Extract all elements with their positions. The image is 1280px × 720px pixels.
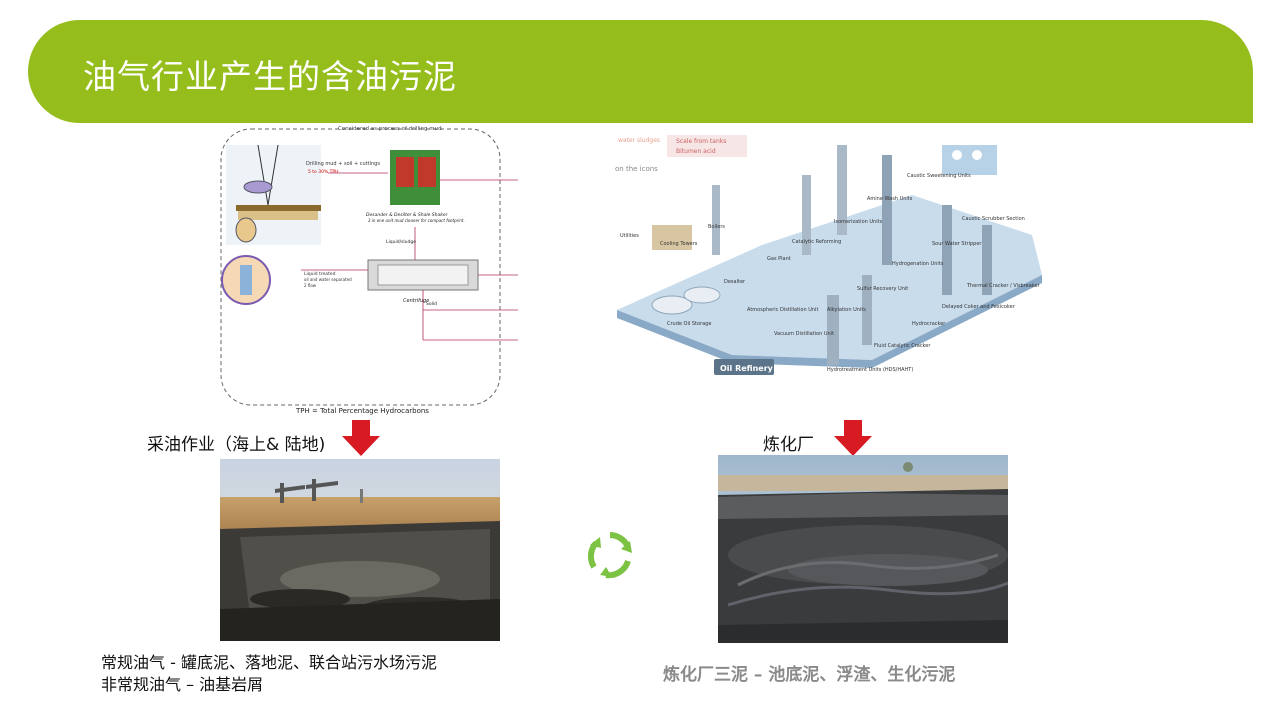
unit-vacuum: Vacuum Distillation Unit — [774, 331, 834, 337]
on-icons: on the icons — [615, 165, 658, 173]
top-note: Considered as process of drilling mud — [338, 126, 442, 132]
unit-cooling: Cooling Towers — [660, 241, 698, 247]
oilfield-caption: 常规油气 - 罐底泥、落地泥、联合站污水场污泥 非常规油气 – 油基岩屑 — [101, 652, 437, 696]
oilfield-caption-line1: 常规油气 - 罐底泥、落地泥、联合站污水场污泥 — [101, 653, 437, 672]
shaker-caption: Desander & Desilter & Shale Shaker — [366, 212, 449, 218]
shaker-sub: 3 in one unit mud cleaner for compact fo… — [368, 218, 465, 223]
unit-utilities: Utilities — [620, 233, 639, 239]
solid-label: Solid — [426, 301, 437, 307]
unit-caustic-sweet: Caustic Sweetening Units — [907, 173, 971, 179]
unit-fcc: Fluid Catalytic Cracker — [874, 343, 931, 349]
centrifuge-label: Centrifuge — [403, 298, 429, 304]
tph-note: TPH = Total Percentage Hydrocarbons — [295, 407, 429, 415]
unit-gasplant: Gas Plant — [767, 256, 791, 262]
unit-thermal: Thermal Cracker / Visbreaker — [966, 283, 1041, 289]
refinery-caption: 炼化厂三泥 – 池底泥、浮渣、生化污泥 — [663, 665, 956, 685]
down-arrow-icon — [342, 420, 380, 456]
unit-crude: Crude Oil Storage — [667, 321, 711, 327]
mud-text: Drilling mud + soil + cuttings — [306, 161, 380, 167]
refinery-diagram: water sludges Scale from tanks Bitumen a… — [612, 125, 1044, 390]
unit-boilers: Boilers — [708, 224, 725, 230]
unit-caustic-scrub: Caustic Scrubber Section — [962, 216, 1025, 222]
unit-sulfur: Sulfur Recovery Unit — [857, 286, 908, 292]
unit-coker: Delayed Coker and Fexicoker — [942, 304, 1016, 310]
flow-label: 2 flow — [304, 283, 317, 288]
unit-hydrocracker: Hydrocracker — [912, 321, 946, 327]
unit-reforming: Catalytic Reforming — [792, 239, 841, 245]
extraction-label: 采油作业（海上& 陆地) — [147, 435, 326, 455]
oil-refinery-badge: Oil Refinery — [720, 364, 774, 373]
recycle-icon — [587, 532, 632, 579]
liquid-treated: Liquid treated — [304, 271, 336, 277]
oilfield-sludge-photo — [220, 459, 500, 641]
unit-desalter: Desalter — [724, 279, 746, 285]
oil-water: oil and water separated — [304, 277, 352, 282]
unit-isomerization: Isomerization Units — [834, 219, 883, 225]
page-title: 油气行业产生的含油污泥 — [83, 57, 457, 96]
title-banner: 油气行业产生的含油污泥 — [28, 20, 1253, 123]
refinery-sludge-photo — [718, 455, 1008, 643]
unit-atmospheric: Atmospheric Distillation Unit — [747, 307, 818, 313]
down-arrow-icon — [834, 420, 872, 456]
drilling-mud-diagram: Considered as process of drilling mud Dr… — [218, 125, 518, 415]
unit-hydrogenation: Hydrogenation Units — [892, 261, 944, 267]
liquid-sludge: Liquid/sludge — [386, 239, 416, 245]
unit-hydrotreat: Hydrotreatment Units (HDS/HAHT) — [827, 367, 913, 373]
legend-1: water sludges — [618, 137, 660, 144]
legend-3: Bitumen acid — [676, 148, 716, 155]
unit-alkylation: Alkylation Units — [827, 307, 866, 313]
tph-small: 5 to 30% TPH — [308, 169, 339, 175]
refinery-label: 炼化厂 — [763, 435, 814, 455]
unit-amine: Amine Wash Units — [867, 196, 913, 202]
unit-sour: Sour Water Stripper — [932, 241, 982, 247]
oilfield-caption-line2: 非常规油气 – 油基岩屑 — [101, 675, 264, 694]
legend-2: Scale from tanks — [676, 138, 726, 145]
